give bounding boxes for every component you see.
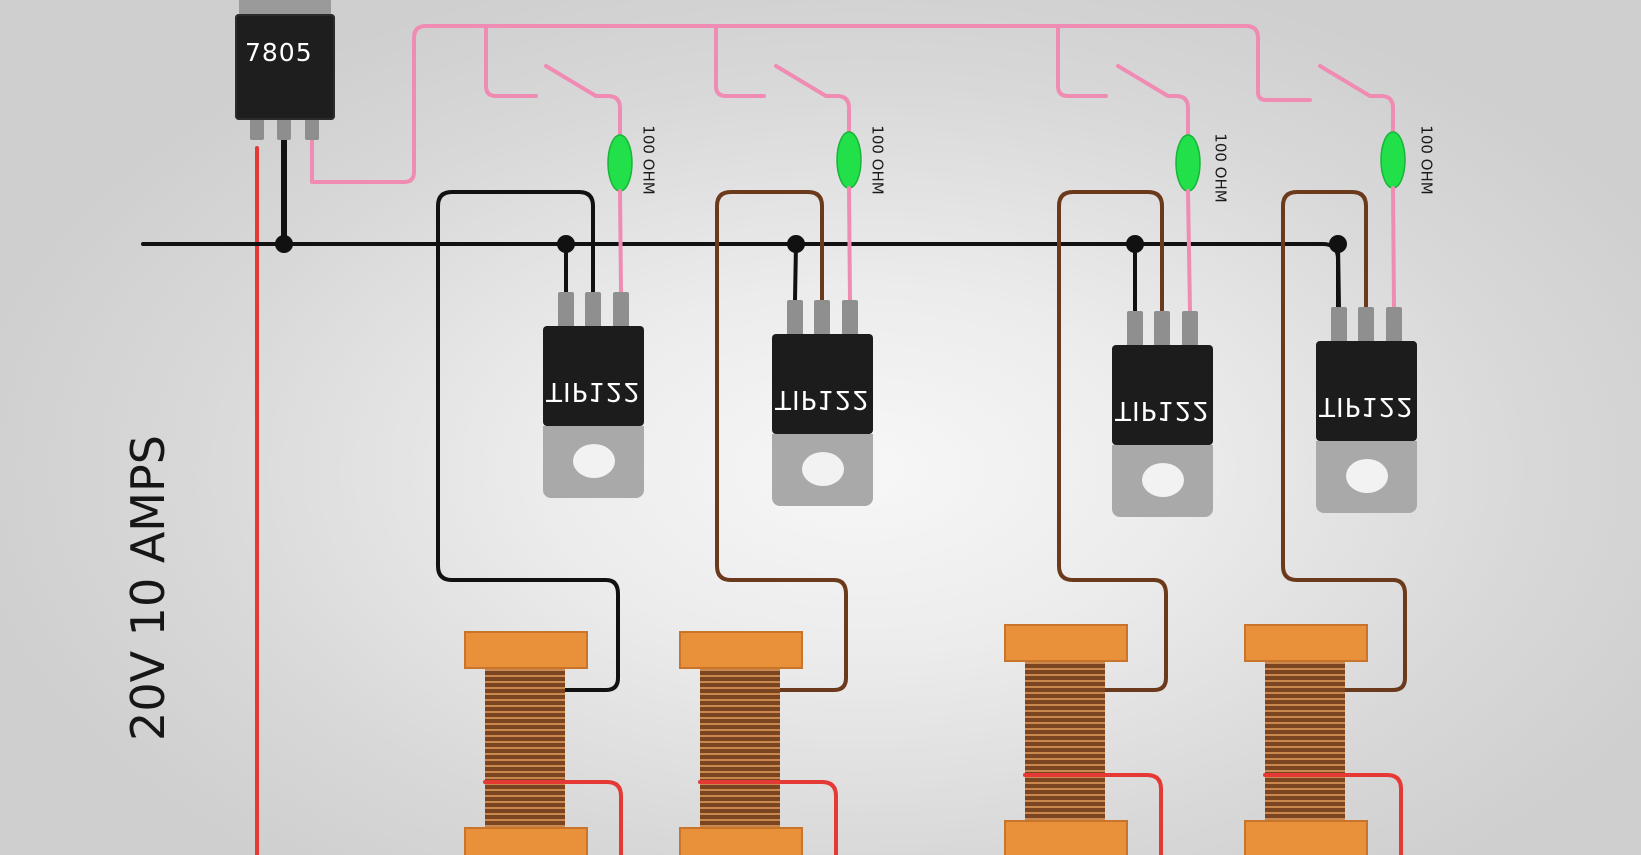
transistor-pin [1386, 307, 1402, 343]
coil-bobbin-bottom [1004, 820, 1128, 855]
resistor-label-3: 100 OHM [1211, 133, 1230, 203]
mounting-hole [1142, 463, 1184, 497]
transistor-pin [814, 300, 830, 336]
transistor-tip122-3: TIP122 [1112, 345, 1213, 517]
collector-coil-wire [1057, 190, 1168, 692]
switch-lever [774, 64, 851, 142]
coil-return-wire [483, 780, 623, 855]
transistor-body: TIP122 [1112, 345, 1213, 445]
regulator-label: 7805 [245, 38, 313, 67]
mounting-hole [573, 444, 615, 478]
resistor [607, 134, 633, 192]
transistor-pin [613, 292, 629, 328]
resistor-label-1: 100 OHM [639, 125, 658, 195]
switch-input-wire [484, 24, 538, 98]
mounting-hole [802, 452, 844, 486]
voltage-regulator-7805: 7805 [235, 0, 335, 120]
transistor-body: TIP122 [772, 334, 873, 434]
coil-return-wire [698, 780, 838, 855]
coil-bobbin-bottom [1244, 820, 1368, 855]
emitter-wire [1336, 242, 1341, 309]
transistor-body: TIP122 [543, 326, 644, 426]
junction-dot [275, 235, 293, 253]
transistor-pin [1358, 307, 1374, 343]
transistor-pin [1182, 311, 1198, 347]
coil-return-wire [1023, 773, 1163, 855]
regulator-pin [305, 118, 319, 140]
coil-return-wire [1263, 773, 1403, 855]
coil-bobbin-top [464, 631, 588, 669]
transistor-label: TIP122 [1319, 391, 1414, 421]
regulator-tab [239, 0, 331, 16]
switch-input-wire [1056, 24, 1108, 98]
resistor-label-4: 100 OHM [1417, 125, 1436, 195]
coil-bobbin-top [1004, 624, 1128, 662]
transistor-tip122-4: TIP122 [1316, 341, 1417, 513]
switch-input-wire [714, 24, 766, 98]
transistor-pin [1154, 311, 1170, 347]
transistor-tip122-1: TIP122 [543, 326, 644, 498]
transistor-tab [1112, 445, 1213, 517]
regulator-pin [250, 118, 264, 140]
regulator-body: 7805 [235, 14, 335, 120]
base-wire [847, 186, 852, 302]
transistor-pin [1127, 311, 1143, 347]
emitter-wire [793, 242, 798, 302]
coil-bobbin-bottom [679, 827, 803, 855]
transistor-pin [842, 300, 858, 336]
transistor-tip122-2: TIP122 [772, 334, 873, 506]
transistor-pin [1331, 307, 1347, 343]
transistor-tab [772, 434, 873, 506]
transistor-pin [585, 292, 601, 328]
transistor-pin [787, 300, 803, 336]
transistor-tab [1316, 441, 1417, 513]
switch-lever [1318, 64, 1395, 142]
switch-lever [1116, 64, 1190, 142]
resistor [1380, 131, 1406, 189]
transistor-label: TIP122 [1115, 395, 1210, 425]
transistor-pin [558, 292, 574, 328]
collector-coil-wire [1281, 190, 1407, 692]
resistor-label-2: 100 OHM [868, 125, 887, 195]
transistor-tab [543, 426, 644, 498]
base-wire [1391, 186, 1396, 309]
base-wire [1186, 189, 1192, 313]
signal-bus [310, 24, 1312, 184]
transistor-label: TIP122 [546, 376, 641, 406]
resistor [1175, 134, 1201, 192]
switch-lever [544, 64, 622, 142]
base-wire [618, 189, 623, 294]
collector-coil-wire [436, 190, 620, 692]
mounting-hole [1346, 459, 1388, 493]
collector-coil-wire [715, 190, 848, 692]
coil-bobbin-top [1244, 624, 1368, 662]
regulator-pin [277, 118, 291, 140]
transistor-label: TIP122 [775, 384, 870, 414]
coil-bobbin-top [679, 631, 803, 669]
coil-bobbin-bottom [464, 827, 588, 855]
resistor [836, 131, 862, 189]
transistor-body: TIP122 [1316, 341, 1417, 441]
supply-label: 20V 10 AMPS [121, 435, 175, 741]
ground-bus [141, 242, 1340, 318]
